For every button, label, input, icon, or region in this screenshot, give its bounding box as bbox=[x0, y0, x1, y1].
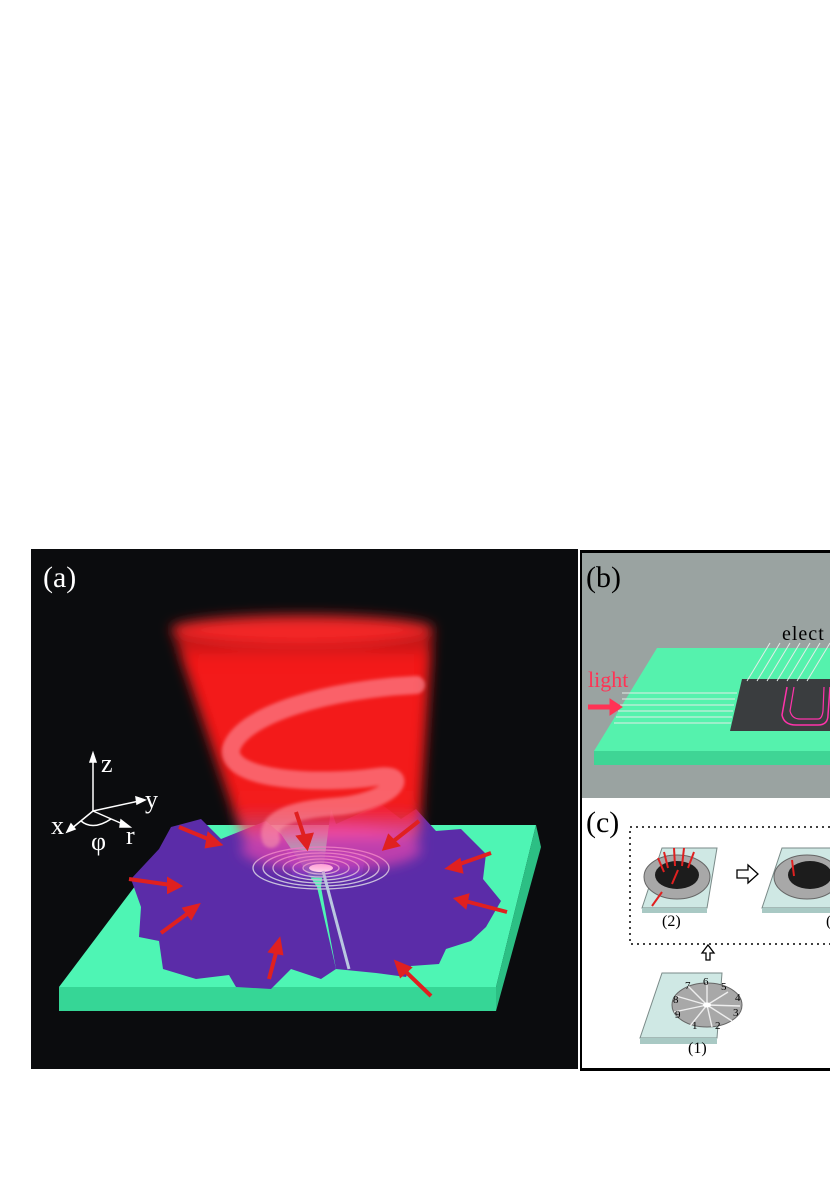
segment-number: 9 bbox=[675, 1009, 681, 1021]
electrode-lines bbox=[746, 642, 830, 682]
panel-label: (c) bbox=[586, 806, 620, 839]
device-step1 bbox=[639, 972, 743, 1044]
dotted-frame bbox=[629, 826, 830, 945]
device-step3 bbox=[761, 847, 830, 913]
gap-line bbox=[321, 870, 351, 970]
panel-c: (c) (2) ( (1) 1 2 3 4 5 6 7 8 9 bbox=[580, 798, 830, 1071]
helical-wavefront bbox=[222, 676, 425, 848]
axis-label-y: y bbox=[145, 785, 158, 814]
coordinate-axes bbox=[65, 750, 147, 834]
segment-number: 7 bbox=[685, 980, 691, 992]
segment-number: 4 bbox=[735, 992, 741, 1004]
light-arrow bbox=[588, 698, 623, 716]
segment-number: 6 bbox=[703, 976, 709, 988]
step-label-2: (2) bbox=[662, 913, 681, 930]
panel-b: (b) light elect bbox=[580, 550, 830, 799]
segment-number: 3 bbox=[733, 1007, 739, 1019]
segment-number: 8 bbox=[673, 994, 679, 1006]
hollow-arrow-right bbox=[736, 863, 759, 885]
device-step2 bbox=[641, 847, 718, 913]
panel-label: (a) bbox=[43, 561, 77, 594]
chip-substrate-front bbox=[594, 751, 830, 765]
panel-a-illustration bbox=[59, 615, 541, 1011]
panel-c-illustration bbox=[629, 826, 830, 1044]
segment-number: 2 bbox=[715, 1020, 721, 1032]
red-arrows bbox=[128, 811, 508, 998]
segment-number: 5 bbox=[721, 981, 727, 993]
substrate-side bbox=[496, 825, 541, 1011]
electrode-label: elect bbox=[782, 623, 825, 645]
u-waveguide bbox=[781, 686, 830, 726]
panel-b-illustration bbox=[588, 642, 830, 765]
axis-label-r: r bbox=[126, 821, 135, 850]
chip-body bbox=[730, 679, 830, 731]
segment-number: 1 bbox=[692, 1020, 698, 1032]
axis-label-phi: φ bbox=[91, 827, 107, 856]
axis-label-x: x bbox=[51, 811, 64, 840]
panel-label: (b) bbox=[586, 561, 621, 594]
step-label-3: ( bbox=[826, 913, 830, 931]
input-waveguides bbox=[614, 692, 737, 724]
hollow-arrow-up bbox=[700, 943, 716, 961]
light-label: light bbox=[588, 667, 629, 692]
axis-label-z: z bbox=[101, 749, 113, 778]
substrate-front bbox=[59, 987, 496, 1011]
panel-a: (a) z y x r φ bbox=[31, 549, 578, 1069]
step-label-1: (1) bbox=[688, 1040, 707, 1057]
